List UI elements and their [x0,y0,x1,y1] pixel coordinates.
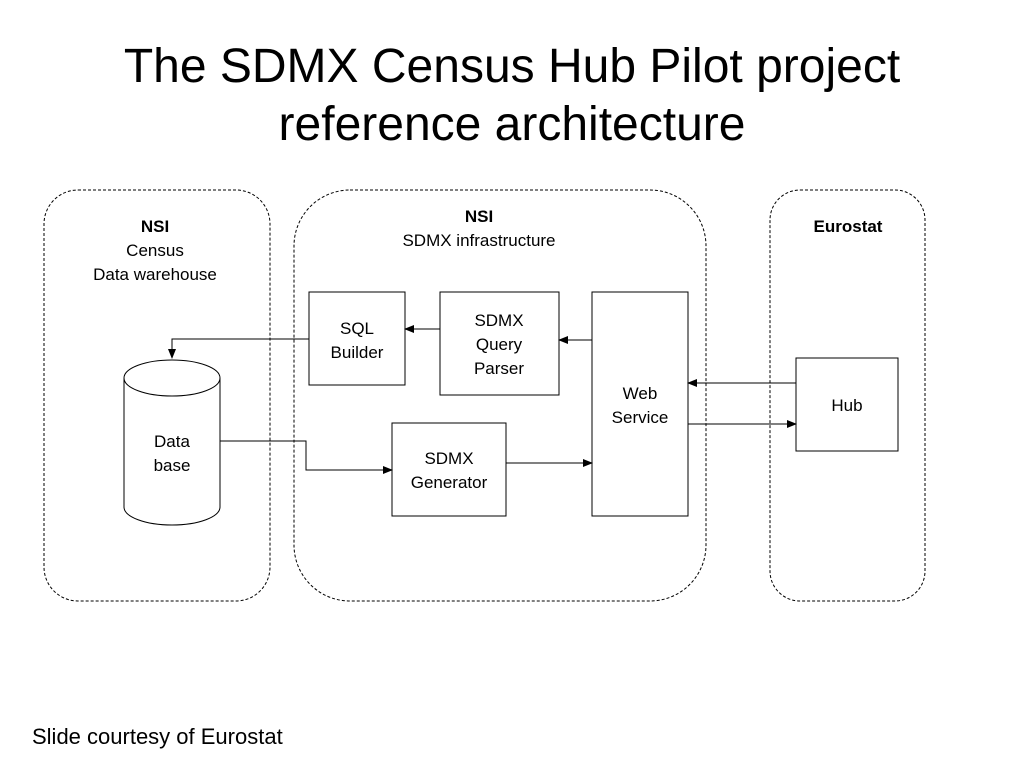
sdmx-generator-label-line-1: SDMX [424,449,473,468]
zone-eurostat: Eurostat [769,189,926,602]
sql-builder-label-line-1: SQL [340,319,374,338]
sql-builder-label-line-2: Builder [331,343,384,362]
zone-nsi-sdmx-border [293,189,707,602]
zone-nsi-census-line-1: Census [126,241,184,260]
zone-eurostat-border [769,189,926,602]
zone-eurostat-heading: Eurostat [814,217,883,236]
web-service-label-line-1: Web [623,384,658,403]
zone-nsi-census-line-2: Data warehouse [93,265,217,284]
hub-box: Hub [795,357,899,452]
slide-title: The SDMX Census Hub Pilot project refere… [0,38,1024,154]
sdmx-generator-box: SDMX Generator [391,422,507,517]
web-service-label-line-2: Service [612,408,669,427]
sdmx-query-parser-box: SDMX Query Parser [439,291,560,396]
sdmx-query-parser-label-line-1: SDMX [474,311,523,330]
slide-title-line-1: The SDMX Census Hub Pilot project [123,40,901,93]
database-top [123,359,221,397]
zone-nsi-census-heading: NSI [141,217,169,236]
zone-nsi-sdmx: NSI SDMX infrastructure [293,189,707,602]
sdmx-generator-border [391,422,507,517]
sql-builder-box: SQL Builder [308,291,406,386]
zone-nsi-census: NSI Census Data warehouse [43,189,271,602]
sdmx-query-parser-label-line-2: Query [476,335,523,354]
slide-title-line-2: reference architecture [278,98,746,151]
zone-nsi-census-border [43,189,271,602]
database-label-line-1: Data [154,432,190,451]
zone-nsi-sdmx-heading: NSI [465,207,493,226]
web-service-box: Web Service [591,291,689,517]
web-service-border [591,291,689,517]
database-body [123,378,221,526]
arrow-database-to-generator [220,440,393,474]
zone-nsi-sdmx-line-1: SDMX infrastructure [402,231,555,250]
hub-border [795,357,899,452]
arrow-sql-builder-to-database [168,338,309,359]
database-cylinder: Data base [123,359,221,526]
sql-builder-border [308,291,406,386]
sdmx-generator-label-line-2: Generator [411,473,488,492]
footer-credit: Slide courtesy of Eurostat [32,724,283,749]
sdmx-query-parser-label-line-3: Parser [474,359,524,378]
hub-label: Hub [831,396,862,415]
database-label-line-2: base [154,456,191,475]
